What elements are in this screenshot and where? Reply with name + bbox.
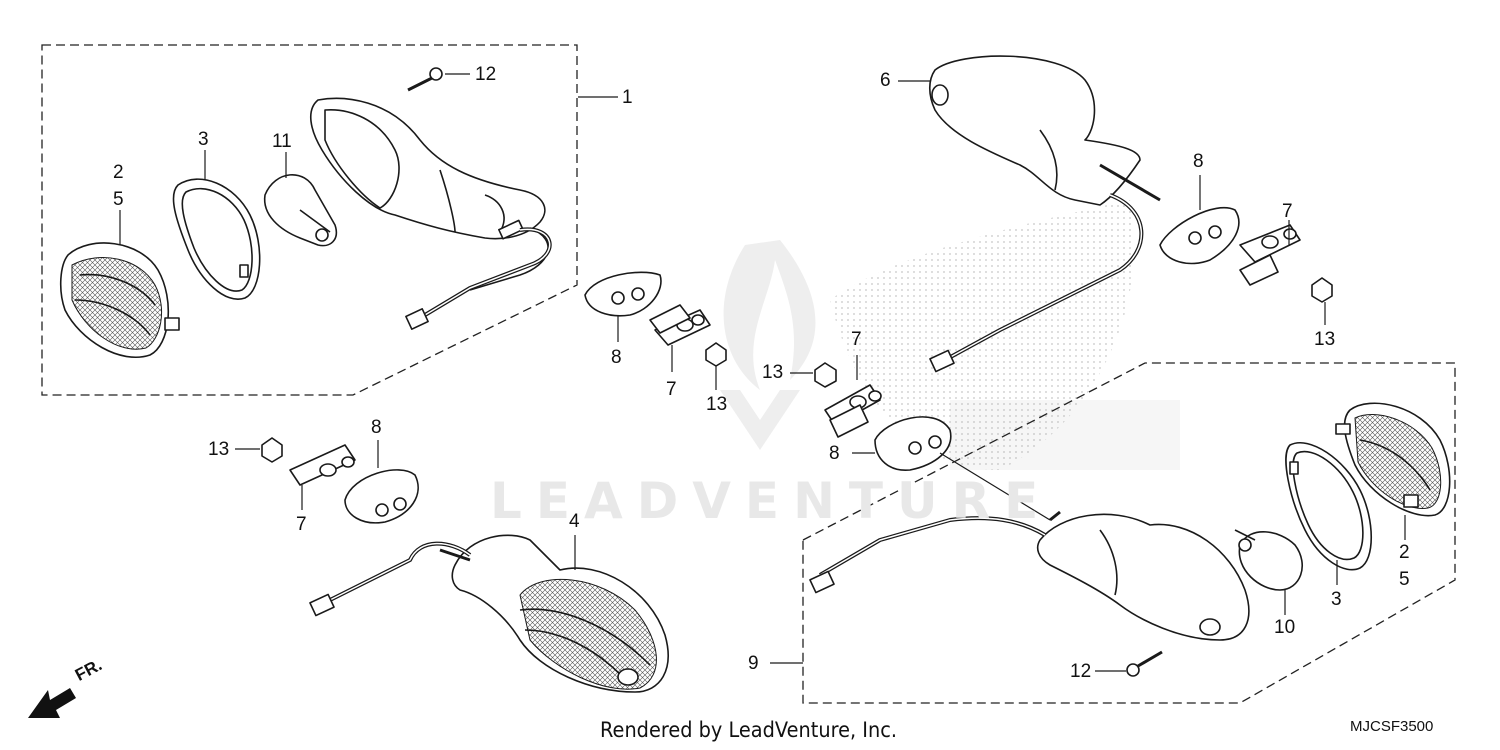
housing-part-9 [1036, 510, 1250, 641]
nut-part-13-center [814, 362, 837, 388]
callout-5: 5 [113, 189, 124, 210]
bulb-part-10 [1234, 529, 1304, 591]
callout-8: 8 [611, 347, 622, 368]
nut-part-13-lower [261, 437, 283, 463]
wire-part-1 [418, 227, 552, 320]
collar-part-7-center [824, 384, 882, 438]
group-box-1 [41, 44, 578, 396]
grommet-part-8-left [584, 271, 662, 317]
housing-part-6 [928, 55, 1161, 206]
callout-7: 7 [1282, 201, 1293, 222]
gasket-part-3-left [172, 178, 261, 300]
callout-7: 7 [296, 514, 307, 535]
connector-part-9 [809, 570, 835, 594]
housing-part-4 [451, 534, 669, 693]
callout-12: 12 [1070, 661, 1092, 682]
callout-8: 8 [1193, 151, 1204, 172]
connector-part-4 [309, 593, 335, 617]
shaded-area [830, 200, 1135, 470]
callout-4: 4 [569, 511, 580, 532]
lens-part-2-5-right [1335, 402, 1451, 517]
gasket-part-3-right [1285, 442, 1373, 571]
callout-6: 6 [880, 70, 891, 91]
callout-3: 3 [1331, 589, 1342, 610]
arrow-icon [28, 688, 76, 718]
callout-8: 8 [371, 417, 382, 438]
grommet-part-8-right [1159, 207, 1240, 265]
housing-part-1 [310, 97, 549, 291]
grommet-part-8-center [874, 416, 952, 471]
callout-9: 9 [748, 653, 759, 674]
screw-part-12-top [407, 67, 443, 92]
screw-part-12-bottom [1126, 650, 1163, 677]
callout-7: 7 [851, 329, 862, 350]
footer-credit: Rendered by LeadVenture, Inc. [600, 718, 897, 742]
group-box-9 [802, 362, 1456, 704]
callout-13: 13 [208, 439, 230, 460]
nut-part-13-left [705, 342, 727, 367]
callout-2: 2 [1399, 542, 1410, 563]
diagram-code: MJCSF3500 [1350, 718, 1434, 735]
callout-12: 12 [475, 64, 497, 85]
callout-11: 11 [272, 131, 292, 152]
collar-part-7-lower [289, 444, 356, 486]
collar-part-7-left [649, 304, 711, 346]
callout-2: 2 [113, 162, 124, 183]
callout-3: 3 [198, 129, 209, 150]
callout-5: 5 [1399, 569, 1410, 590]
leader-lines [119, 73, 1406, 672]
connector-part-1 [405, 308, 429, 330]
callout-1: 1 [622, 87, 633, 108]
nut-part-13-right [1311, 277, 1333, 303]
callout-13: 13 [1314, 329, 1336, 350]
bulb-part-11 [263, 174, 337, 247]
lens-part-2-5-left [59, 242, 180, 358]
callout-13: 13 [762, 362, 784, 383]
collar-part-7-right [1239, 224, 1301, 286]
connector-part-6 [929, 349, 955, 373]
callout-8: 8 [829, 443, 840, 464]
watermark-text: LEADVENTURE [490, 472, 1053, 530]
grommet-part-8-lower [344, 469, 419, 524]
callout-7: 7 [666, 379, 677, 400]
callout-13: 13 [706, 394, 728, 415]
callout-10: 10 [1274, 617, 1296, 638]
